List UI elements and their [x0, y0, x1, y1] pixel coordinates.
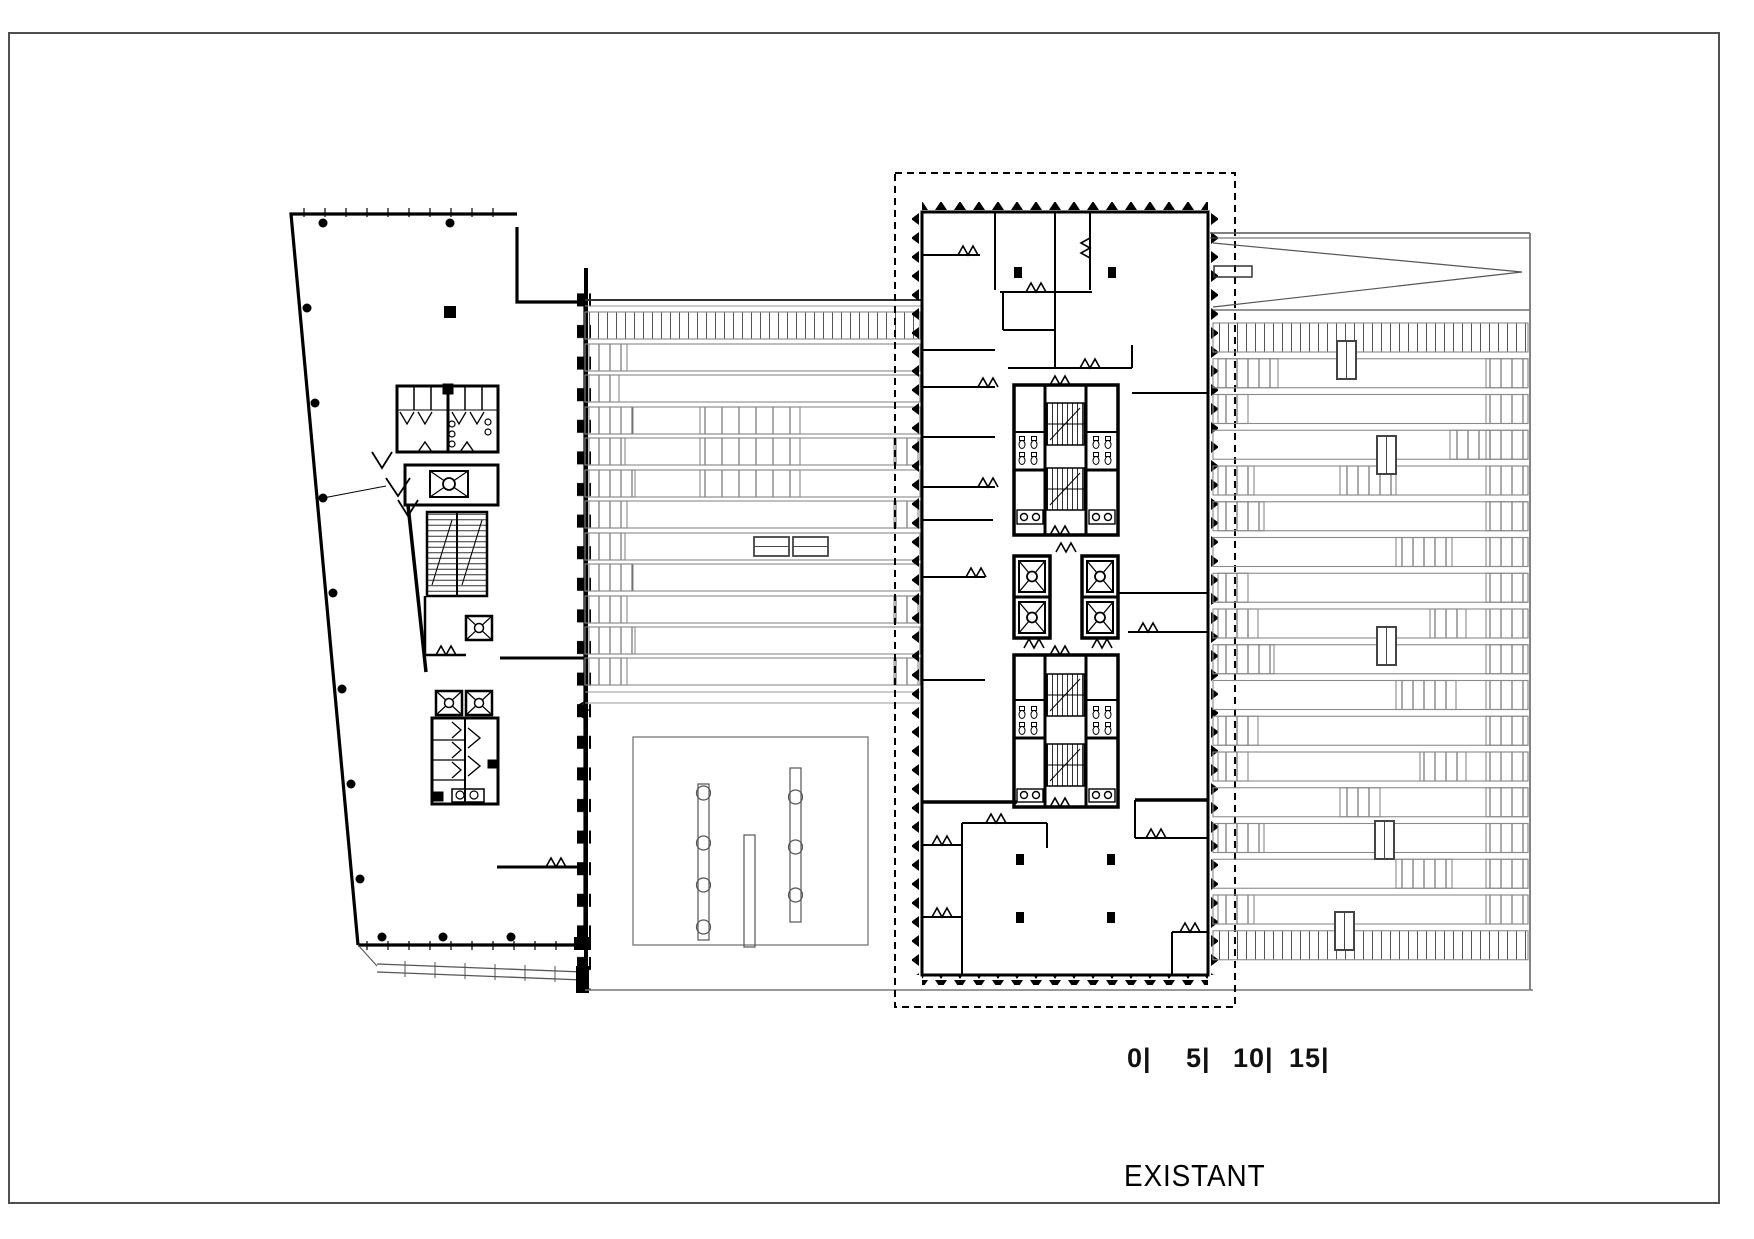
stair-flight [1046, 673, 1085, 717]
entry-door-swing [371, 451, 393, 470]
louver-bands [584, 311, 921, 704]
roof-units [753, 536, 829, 557]
roof-valley [1210, 232, 1530, 311]
sheet-border [8, 32, 1720, 1204]
columns [302, 218, 516, 942]
left-core-stair [322, 451, 500, 673]
tower-core-lower [1012, 645, 1120, 809]
tower-partitions [922, 213, 1208, 975]
drawing-caption: EXISTANT [1124, 1158, 1266, 1193]
facade-ticks-bottom [362, 941, 575, 950]
right-strips [1212, 322, 1529, 961]
facade-marker-triangles-bottom [922, 975, 1208, 985]
right-wing [1210, 232, 1531, 990]
facade-marker-triangles-top [922, 202, 1208, 212]
scale-mark-5: 5| [1186, 1043, 1211, 1073]
entry-door-swing [397, 499, 419, 518]
tower-core-upper [1012, 375, 1120, 537]
left-core-wc-lower [430, 716, 500, 806]
entry-door-swing [385, 477, 411, 498]
facade-marker-triangles-left [912, 212, 922, 975]
tower-columns [1014, 267, 1116, 923]
stair-flight [1046, 743, 1085, 787]
scale-mark-0: 0| [1127, 1043, 1152, 1073]
roof-hatches [1334, 340, 1397, 951]
left-building [289, 208, 591, 993]
path-line [322, 485, 387, 499]
tower-elevator-bank-left [1012, 554, 1052, 640]
tower-section-boundary [894, 172, 1236, 1008]
door-swings [931, 237, 1201, 933]
tower-elevator-bank-right [1080, 554, 1120, 640]
sink-counter [1016, 509, 1116, 525]
scale-mark-10: 10| [1233, 1043, 1274, 1073]
facade-ticks-top [293, 208, 513, 217]
stair-flight [1046, 402, 1085, 446]
stair-flight [1046, 467, 1085, 511]
tower [894, 172, 1236, 1008]
plaza-planters [695, 767, 804, 948]
scale-mark-15: 15| [1289, 1043, 1330, 1073]
mid-bay [577, 268, 1533, 991]
left-core-wc-upper [395, 383, 500, 454]
plaza [632, 736, 869, 948]
left-core-elevators [434, 614, 494, 717]
sink-counter [1016, 788, 1116, 803]
core-slant-wall [406, 504, 428, 673]
